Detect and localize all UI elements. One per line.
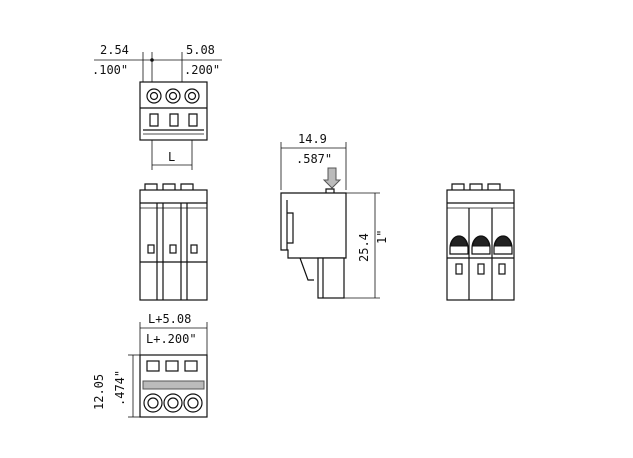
height-mm-label: 25.4 — [357, 233, 371, 262]
depth-mm-label: 14.9 — [298, 132, 327, 146]
pitch2-mm-label: 5.08 — [186, 43, 215, 57]
rear-view — [446, 183, 515, 301]
pitch-in-label: .100" — [92, 63, 128, 77]
pitch-mm-label: 2.54 — [100, 43, 129, 57]
width-mm-label: 12.05 — [92, 374, 106, 410]
height-in-label: 1" — [375, 230, 389, 244]
overall-in-label: L+.200" — [146, 332, 197, 346]
width-in-label: .474" — [113, 370, 127, 406]
depth-in-label: .587" — [296, 152, 332, 166]
bottom-view: L+5.08 L+.200" 12.05 .474" — [92, 312, 208, 418]
overall-mm-label: L+5.08 — [148, 312, 191, 326]
front-view — [139, 183, 208, 301]
top-view: 2.54 .100" 5.08 .200" L — [92, 43, 222, 170]
length-label: L — [168, 150, 175, 164]
side-view: 14.9 .587" 25.4 1" — [280, 132, 389, 299]
pitch2-in-label: .200" — [184, 63, 220, 77]
insert-arrow-icon — [322, 167, 342, 189]
